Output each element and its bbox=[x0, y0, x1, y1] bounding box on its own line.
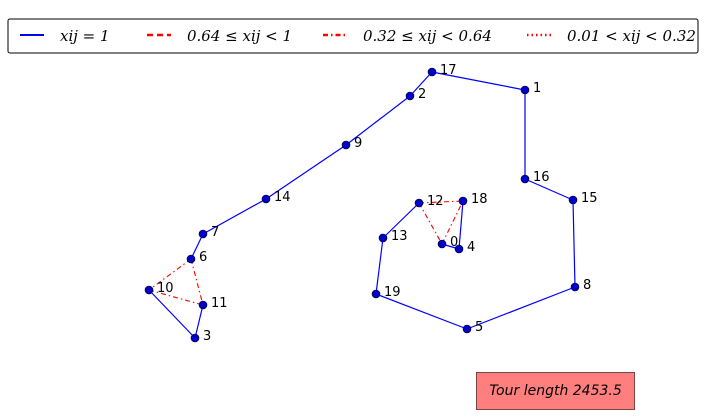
node-12 bbox=[414, 198, 424, 208]
node-8 bbox=[570, 282, 580, 292]
node-label-1: 1 bbox=[533, 81, 541, 96]
edge-6-11 bbox=[190, 258, 204, 306]
node-label-8: 8 bbox=[583, 278, 591, 293]
node-7 bbox=[198, 229, 208, 239]
node-label-16: 16 bbox=[533, 170, 550, 185]
legend-label-dashed: 0.64 ≤ xij < 1 bbox=[187, 27, 292, 45]
node-11 bbox=[198, 300, 208, 310]
node-label-0: 0 bbox=[450, 235, 458, 250]
edge-0-18 bbox=[441, 200, 464, 245]
node-2 bbox=[405, 91, 415, 101]
node-15 bbox=[568, 195, 578, 205]
node-19 bbox=[371, 289, 381, 299]
node-18 bbox=[458, 196, 468, 206]
legend: xij = 1 0.64 ≤ xij < 1 0.32 ≤ xij < 0.64 0.… bbox=[7, 18, 699, 54]
node-label-14: 14 bbox=[274, 190, 291, 205]
edge-9-14 bbox=[265, 144, 347, 200]
legend-label-dashdot: 0.32 ≤ xij < 0.64 bbox=[363, 27, 492, 45]
edge-18-4 bbox=[458, 200, 464, 250]
edge-13-12 bbox=[382, 202, 420, 239]
node-3 bbox=[190, 333, 200, 343]
node-label-12: 12 bbox=[427, 194, 444, 209]
node-label-3: 3 bbox=[203, 329, 211, 344]
edge-8-5 bbox=[466, 286, 576, 330]
node-4 bbox=[454, 244, 464, 254]
node-13 bbox=[378, 233, 388, 243]
edge-16-15 bbox=[524, 178, 574, 201]
edges-layer bbox=[148, 71, 576, 339]
edge-7-6 bbox=[190, 233, 204, 260]
edge-6-10 bbox=[148, 258, 192, 291]
node-label-19: 19 bbox=[384, 285, 401, 300]
edge-10-3 bbox=[148, 289, 196, 339]
edge-15-8 bbox=[572, 199, 576, 288]
node-0 bbox=[437, 239, 447, 249]
tour-length-label: Tour length 2453.5 bbox=[489, 383, 622, 399]
node-label-2: 2 bbox=[418, 87, 426, 102]
edge-17-2 bbox=[409, 71, 433, 97]
node-label-5: 5 bbox=[475, 320, 483, 335]
node-1 bbox=[520, 85, 530, 95]
node-label-17: 17 bbox=[440, 63, 457, 78]
node-label-13: 13 bbox=[391, 229, 408, 244]
node-6 bbox=[186, 254, 196, 264]
node-label-6: 6 bbox=[199, 250, 207, 265]
node-5 bbox=[462, 324, 472, 334]
node-label-9: 9 bbox=[354, 136, 362, 151]
node-label-15: 15 bbox=[581, 191, 598, 206]
legend-frame bbox=[7, 18, 699, 54]
legend-label-dotted: 0.01 < xij < 0.32 bbox=[567, 27, 696, 45]
node-label-10: 10 bbox=[157, 281, 174, 296]
node-10 bbox=[144, 285, 154, 295]
edge-19-13 bbox=[375, 237, 384, 295]
edge-3-11 bbox=[194, 304, 204, 339]
node-17 bbox=[427, 67, 437, 77]
node-label-7: 7 bbox=[211, 225, 219, 240]
node-label-4: 4 bbox=[467, 240, 475, 255]
edge-2-9 bbox=[345, 95, 411, 146]
legend-label-solid: xij = 1 bbox=[60, 27, 110, 45]
edge-10-11 bbox=[148, 289, 204, 306]
node-14 bbox=[261, 194, 271, 204]
edge-17-1 bbox=[431, 71, 526, 91]
node-9 bbox=[341, 140, 351, 150]
nodes-layer bbox=[144, 67, 580, 343]
node-label-18: 18 bbox=[471, 192, 488, 207]
edge-5-19 bbox=[375, 293, 468, 330]
edge-12-0 bbox=[418, 202, 443, 245]
node-label-11: 11 bbox=[211, 296, 228, 311]
node-16 bbox=[520, 174, 530, 184]
edge-14-7 bbox=[202, 198, 267, 235]
tour-length-box: Tour length 2453.5 bbox=[476, 372, 635, 410]
